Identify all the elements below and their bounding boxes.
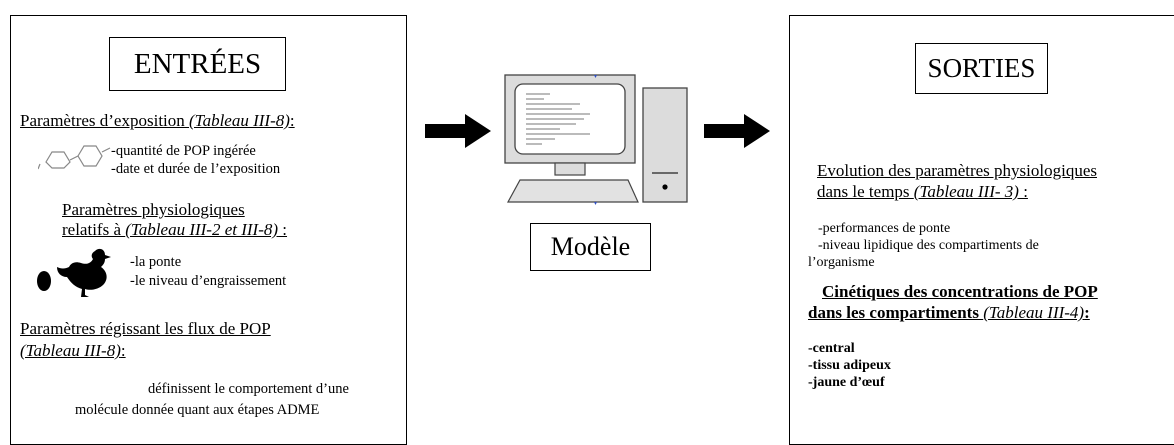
evolution-item-2: -niveau lipidique des compartiments de xyxy=(818,238,1039,253)
physio-heading-line2: relatifs à (Tableau III-2 et III-8) : xyxy=(62,220,288,239)
egg-icon xyxy=(37,271,51,291)
flux-heading: Paramètres régissant les flux de POP xyxy=(20,319,271,338)
evolution-item-1: -performances de ponte xyxy=(818,221,951,236)
arrow-right-icon xyxy=(704,114,770,148)
kinetics-heading-line2: dans les compartiments (Tableau III-4): xyxy=(808,303,1090,322)
molecule-icon xyxy=(38,145,111,170)
inputs-title-box: ENTRÉES xyxy=(109,37,286,91)
physio-item-2: -le niveau d’engraissement xyxy=(130,273,287,289)
flux-desc-line1: définissent le comportement d’une xyxy=(148,381,349,397)
outputs-title-box: SORTIES xyxy=(915,43,1048,94)
exposure-heading: Paramètres d’exposition (Tableau III-8): xyxy=(20,111,295,130)
inputs-title: ENTRÉES xyxy=(133,47,262,80)
evolution-heading-line1: Evolution des paramètres physiologiques xyxy=(817,161,1097,180)
model-label-box: Modèle xyxy=(530,223,651,271)
kinetics-heading-line1: Cinétiques des concentrations de POP xyxy=(822,282,1098,301)
physio-item-1: -la ponte xyxy=(130,254,182,270)
exposure-item-1: -quantité de POP ingérée xyxy=(111,143,256,159)
outputs-title: SORTIES xyxy=(927,53,1036,83)
physio-heading-line1: Paramètres physiologiques xyxy=(62,200,245,219)
flux-ref-line: (Tableau III-8): xyxy=(20,341,126,360)
computer-icon xyxy=(504,74,688,205)
hen-icon xyxy=(57,248,111,297)
evolution-heading-line2: dans le temps (Tableau III- 3) : xyxy=(817,182,1028,201)
kinetics-item-3: -jaune d’œuf xyxy=(808,375,885,390)
evolution-item-3: l’organisme xyxy=(808,255,875,270)
flux-desc-line2: molécule donnée quant aux étapes ADME xyxy=(75,402,320,418)
kinetics-item-2: -tissu adipeux xyxy=(808,358,891,373)
model-label: Modèle xyxy=(550,232,631,261)
exposure-item-2: -date et durée de l’exposition xyxy=(111,161,281,177)
arrow-right-icon xyxy=(425,114,491,148)
kinetics-item-1: -central xyxy=(808,341,855,356)
